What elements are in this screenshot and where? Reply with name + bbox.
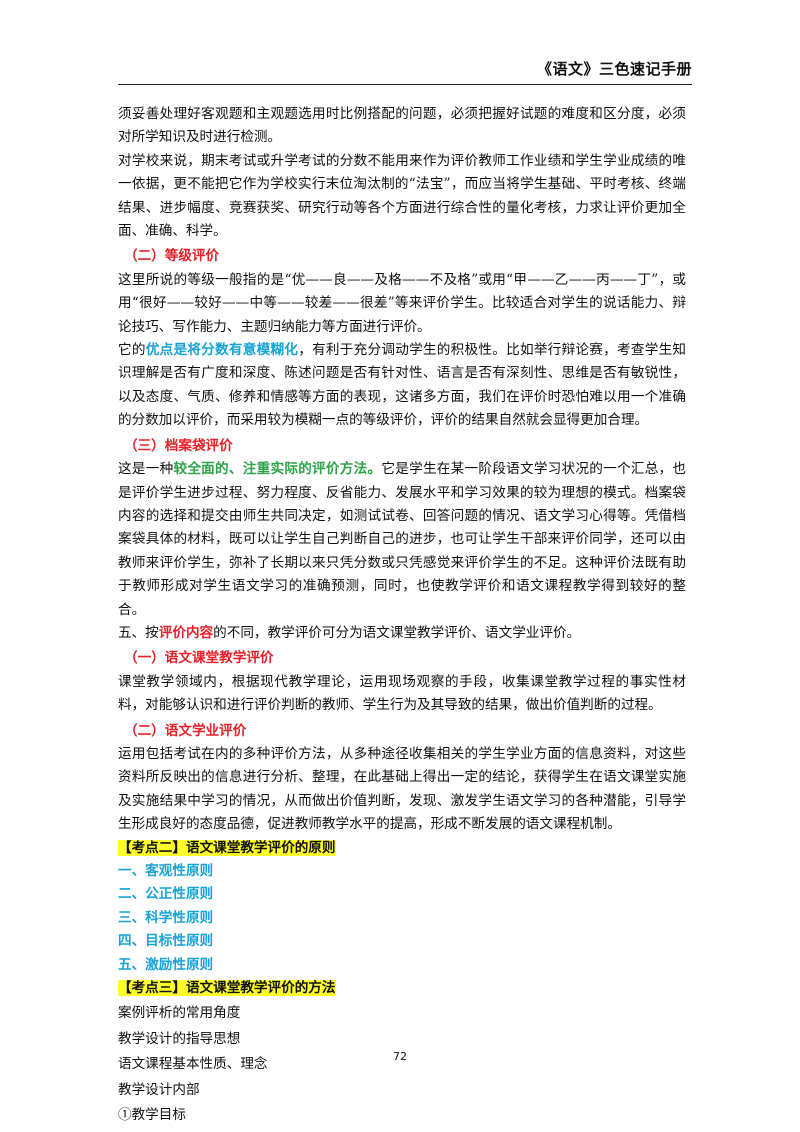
list-item: 教学设计内部 xyxy=(118,1081,200,1098)
section-heading-grade-evaluation: （二）等级评价 xyxy=(124,248,220,265)
text: 这是一种 xyxy=(118,461,174,478)
highlight-text: 较全面的、注重实际的评价方法。 xyxy=(173,461,382,478)
principle-item: 三、科学性原则 xyxy=(118,909,214,926)
key-point-heading: 【考点三】语文课堂教学评价的方法 xyxy=(118,977,686,1000)
principle-item: 二、公正性原则 xyxy=(118,886,214,903)
header-title: 《语文》三色速记手册 xyxy=(536,60,692,78)
highlight-text: 评价内容 xyxy=(158,624,214,641)
list-item: 案例评析的常用角度 xyxy=(118,1005,241,1022)
section-heading-academic-evaluation: （二）语文学业评价 xyxy=(124,722,247,739)
key-point-heading: 【考点二】语文课堂教学评价的原则 xyxy=(118,837,686,860)
page-number: 72 xyxy=(393,1050,407,1063)
text: 五、按 xyxy=(118,624,159,641)
text: 的不同，教学评价可分为语文课堂教学评价、语文学业评价。 xyxy=(213,624,581,641)
paragraph: 对学校来说，期末考试或升学考试的分数不能用来作为评价教师工作业绩和学生学业成绩的… xyxy=(118,152,686,240)
text: 它的 xyxy=(118,342,146,359)
key-point-3: 【考点三】语文课堂教学评价的方法 xyxy=(118,980,336,997)
list-item: ①教学目标 xyxy=(118,1107,186,1124)
section-heading-classroom-evaluation: （一）语文课堂教学评价 xyxy=(124,650,274,667)
key-point-2: 【考点二】语文课堂教学评价的原则 xyxy=(118,839,336,856)
paragraph: 它的优点是将分数有意模糊化，有利于充分调动学生的积极性。比如举行辩论赛，考查学生… xyxy=(118,339,686,433)
principle-item: 一、客观性原则 xyxy=(118,863,214,879)
highlight-text: 优点是将分数有意模糊化 xyxy=(145,342,299,359)
page-header: 《语文》三色速记手册 xyxy=(118,58,692,85)
list-item: 语文课程基本性质、理念 xyxy=(118,1056,268,1073)
paragraph: 课堂教学领域内，根据现代教学理论，运用现场观察的手段，收集课堂教学过程的事实性材… xyxy=(118,673,686,714)
list-item: 教学设计的指导思想 xyxy=(118,1030,241,1047)
principle-item: 四、目标性原则 xyxy=(118,933,214,950)
section-heading-portfolio-evaluation: （三）档案袋评价 xyxy=(124,437,233,454)
paragraph: 这里所说的等级一般指的是“优——良——及格——不及格”或用“甲——乙——丙——丁… xyxy=(118,271,686,335)
paragraph: 五、按评价内容的不同，教学评价可分为语文课堂教学评价、语文学业评价。 xyxy=(118,622,686,645)
text: ，有利于充分调动学生的积极性。比如举行辩论赛，考查学生知识理解是否有广度和深度、… xyxy=(118,342,687,429)
principle-item: 五、激励性原则 xyxy=(118,956,214,973)
paragraph: 须妥善处理好客观题和主观题选用时比例搭配的问题，必须把握好试题的难度和区分度，必… xyxy=(118,106,686,146)
page-content: 须妥善处理好客观题和主观题选用时比例搭配的问题，必须把握好试题的难度和区分度，必… xyxy=(118,103,686,1129)
text: 它是学生在某一阶段语文学习状况的一个汇总，也是评价学生进步过程、努力程度、反省能… xyxy=(118,461,687,618)
paragraph: 运用包括考试在内的多种评价方法，从多种途径收集相关的学生学业方面的信息资料，对这… xyxy=(118,745,686,833)
paragraph: 这是一种较全面的、注重实际的评价方法。它是学生在某一阶段语文学习状况的一个汇总，… xyxy=(118,458,686,622)
